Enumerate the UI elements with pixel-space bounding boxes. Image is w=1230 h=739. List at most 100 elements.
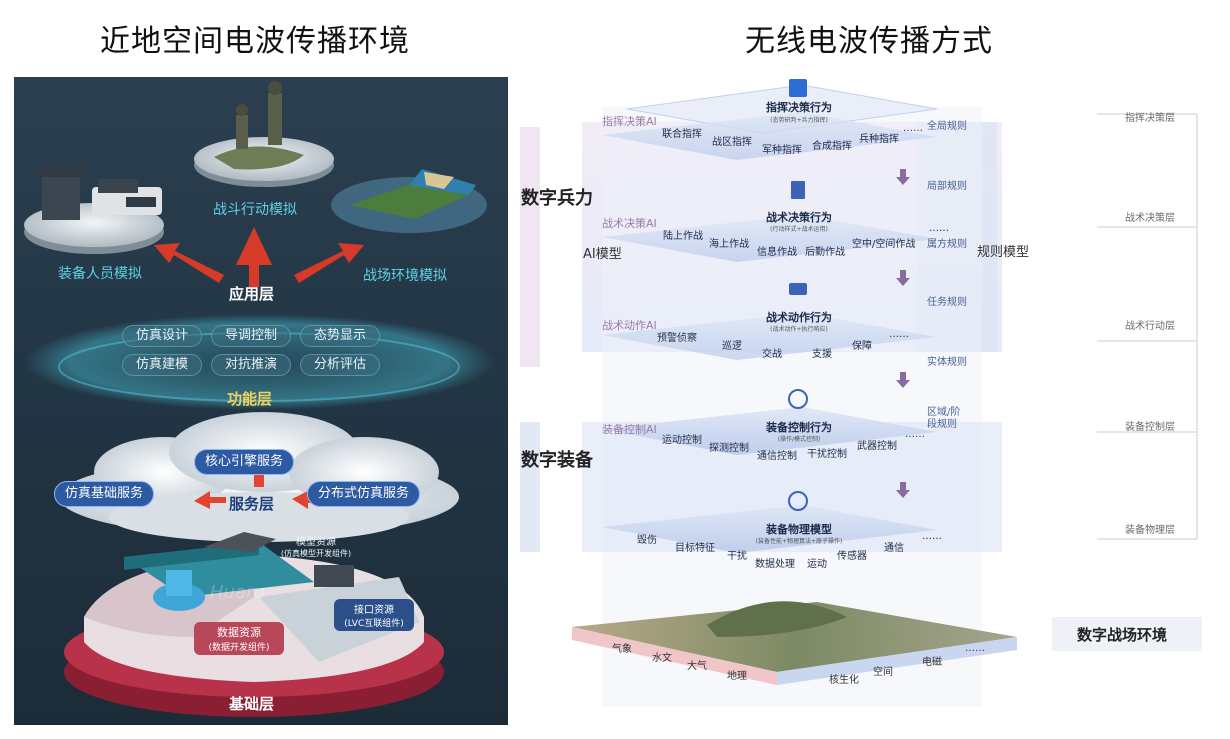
behavior-sub: (行动样式+战术运用) [770, 226, 828, 233]
digital-equipment-label: 数字装备 [521, 450, 593, 471]
control-icon [788, 389, 808, 409]
behavior-title: 战术决策行为 [766, 211, 832, 224]
environment-item: 气象 [612, 644, 632, 655]
behavior-item: 干扰 [727, 551, 747, 562]
behavior-sub: (操作/模式控制) [777, 436, 821, 443]
app-item-combat: 战斗行动模拟 [213, 202, 297, 218]
behavior-item: …… [889, 329, 909, 340]
digital-equipment-bar [520, 422, 540, 552]
behavior-item: 干扰控制 [807, 449, 847, 460]
behavior-item: 巡逻 [722, 341, 742, 352]
behavior-item: 联合指挥 [662, 129, 702, 140]
service-distributed-simulation: 分布式仿真服务 [307, 481, 421, 507]
behavior-sub: (战术动作+执行响应) [770, 326, 828, 333]
combat-action-platform [194, 81, 334, 187]
service-layer-label: 服务层 [229, 495, 275, 513]
function-chip: 仿真建模 [122, 354, 202, 376]
simulation-architecture-diagram: 装备人员模拟 战斗行动模拟 战场环境模拟 应用层 仿真设计 导调控制 态势显示 … [14, 77, 508, 725]
environment-item: …… [965, 643, 985, 654]
behavior-item: 武器控制 [857, 441, 897, 452]
behavior-item: 运动 [807, 559, 827, 570]
behavior-item: 通信控制 [757, 451, 797, 462]
function-chip: 导调控制 [211, 325, 291, 347]
door-icon [791, 181, 805, 199]
function-chip: 分析评估 [300, 354, 380, 376]
rule-label: 实体规则 [927, 357, 967, 368]
function-layer-label: 功能层 [227, 390, 273, 408]
behavior-item: 战区指挥 [712, 137, 752, 148]
behavior-item: 数据处理 [755, 559, 795, 570]
molecule-icon [788, 491, 808, 511]
service-simulation-base: 仿真基础服务 [54, 481, 155, 507]
layer-label: 装备控制层 [1125, 422, 1175, 433]
behavior-item: …… [905, 429, 925, 440]
behavior-item: …… [929, 223, 949, 234]
environment-title-bg [1052, 617, 1202, 651]
behavior-item: 传感器 [837, 551, 867, 562]
environment-item: 核生化 [829, 675, 859, 686]
behavior-title: 装备物理模型 [766, 523, 832, 536]
ai-model-label: AI模型 [583, 247, 622, 263]
function-chip: 对抗推演 [211, 354, 291, 376]
rule-label: 区域/阶段规则 [927, 407, 961, 430]
lane-tactical-action-ai: 战术动作AI [602, 319, 657, 332]
layer-label: 装备物理层 [1125, 525, 1175, 536]
rule-label: 任务规则 [927, 297, 967, 308]
behavior-sub: (态势研判+兵力指挥) [770, 117, 828, 124]
interface-resource-title: 接口资源 [354, 605, 394, 616]
behavior-item: 信息作战 [757, 247, 797, 258]
interface-resource-sub: (LVC互联组件) [344, 619, 404, 629]
watermark: Huaru [210, 582, 265, 603]
equipment-personnel-platform [24, 165, 164, 254]
behavior-item: 毁伤 [637, 535, 657, 546]
behavior-item: 运动控制 [662, 435, 702, 446]
layer-label: 战术决策层 [1125, 213, 1175, 224]
tank-icon [789, 283, 807, 295]
behavior-item: 后勤作战 [805, 247, 845, 258]
behavior-item: 空中/空间作战 [852, 239, 916, 250]
function-chip: 态势显示 [300, 325, 380, 347]
application-arrows [154, 227, 364, 287]
lane-command-ai: 指挥决策AI [602, 115, 657, 128]
model-resource-sub: (仿真模型开发组件) [280, 549, 352, 558]
behavior-item: 预警侦察 [657, 333, 697, 344]
behavior-title: 战术动作行为 [766, 311, 832, 324]
interface-resource-label: 接口资源 (LVC互联组件) [334, 599, 414, 631]
environment-item: 电磁 [922, 657, 942, 668]
digital-force-architecture-diagram: 数字兵力 数字装备 AI模型 规则模型 指挥决策AI 战术决策AI 战术动作AI… [517, 77, 1230, 717]
down-arrows [896, 169, 910, 498]
function-chip: 仿真设计 [122, 325, 202, 347]
lane-equipment-control-ai: 装备控制AI [602, 423, 657, 436]
behavior-slabs [602, 84, 938, 553]
behavior-item: 陆上作战 [663, 231, 703, 242]
behavior-item: 目标特征 [675, 543, 715, 554]
layer-label: 指挥决策层 [1125, 113, 1175, 124]
app-item-environment: 战场环境模拟 [363, 268, 447, 284]
base-layer-label: 基础层 [229, 695, 275, 713]
data-resource-label: 数据资源 (数据开发组件) [194, 622, 284, 655]
app-item-equipment: 装备人员模拟 [58, 266, 142, 282]
environment-item: 空间 [873, 667, 893, 678]
layer-graphics [520, 79, 1202, 707]
behavior-item: 军种指挥 [762, 145, 802, 156]
environment-title: 数字战场环境 [1077, 626, 1168, 644]
behavior-item: …… [903, 123, 923, 134]
data-resource-sub: (数据开发组件) [208, 643, 270, 653]
application-layer-label: 应用层 [229, 285, 275, 303]
behavior-item: 兵种指挥 [859, 134, 899, 145]
behavior-title: 指挥决策行为 [766, 101, 832, 114]
behavior-item: 通信 [884, 543, 904, 554]
environment-item: 地理 [727, 671, 747, 682]
model-resource-label: 模型资源 (仿真模型开发组件) [276, 533, 356, 559]
behavior-title: 装备控制行为 [766, 421, 832, 434]
behavior-item: 支援 [812, 349, 832, 360]
behavior-item: 交战 [762, 349, 782, 360]
service-core-engine: 核心引擎服务 [194, 449, 295, 475]
rule-model-label: 规则模型 [977, 245, 1030, 260]
data-resource-title: 数据资源 [217, 626, 261, 639]
right-title: 无线电波传播方式 [745, 24, 993, 59]
behavior-sub: (装备性能+物理算法+原子操作) [755, 538, 843, 545]
behavior-item: 合成指挥 [812, 141, 852, 152]
digital-force-bar [520, 127, 540, 367]
model-resource-title: 模型资源 [296, 537, 336, 548]
